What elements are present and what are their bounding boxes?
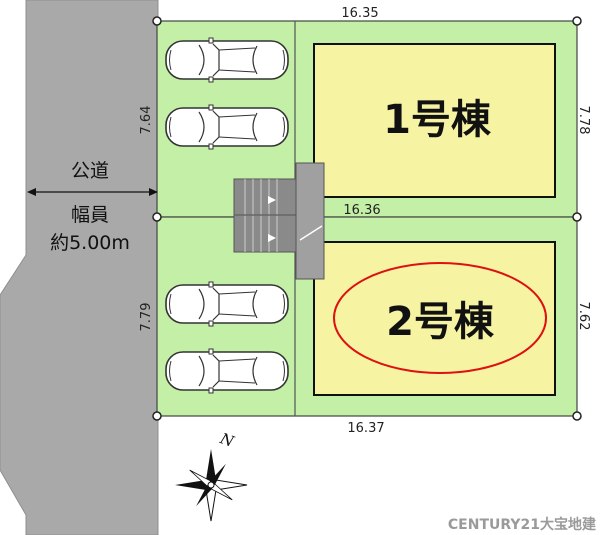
building-1 bbox=[313, 43, 556, 198]
car-icon-4 bbox=[165, 348, 289, 394]
dimension-bottom: 16.37 bbox=[347, 421, 384, 436]
road-width-arrow bbox=[27, 188, 158, 196]
road-label: 公道 bbox=[71, 160, 109, 182]
compass-icon bbox=[175, 449, 248, 522]
building-2 bbox=[313, 241, 556, 396]
building-1-label: 1号棟 bbox=[383, 97, 492, 143]
car-icon-1 bbox=[165, 37, 289, 83]
dimension-top: 16.35 bbox=[341, 6, 378, 21]
brand-label: CENTURY21大宝地建 bbox=[448, 516, 596, 533]
road-width-value: 約5.00m bbox=[50, 232, 130, 254]
car-icon-3 bbox=[165, 281, 289, 327]
boundary-marker-icon bbox=[152, 16, 582, 421]
dimension-right-upper: 7.78 bbox=[576, 106, 591, 135]
dimension-left-lower: 7.79 bbox=[139, 303, 154, 332]
stairs-icon bbox=[233, 162, 325, 280]
dimension-middle: 16.36 bbox=[343, 203, 380, 218]
dimension-left-upper: 7.64 bbox=[139, 106, 154, 135]
highlight-ellipse bbox=[333, 262, 547, 374]
car-icon-2 bbox=[165, 104, 289, 150]
road-width-label: 幅員 bbox=[71, 204, 109, 226]
dimension-right-lower: 7.62 bbox=[576, 302, 591, 331]
public-road bbox=[0, 0, 159, 535]
compass-north-label: N bbox=[217, 429, 237, 451]
building-2-label: 2号棟 bbox=[386, 299, 495, 345]
